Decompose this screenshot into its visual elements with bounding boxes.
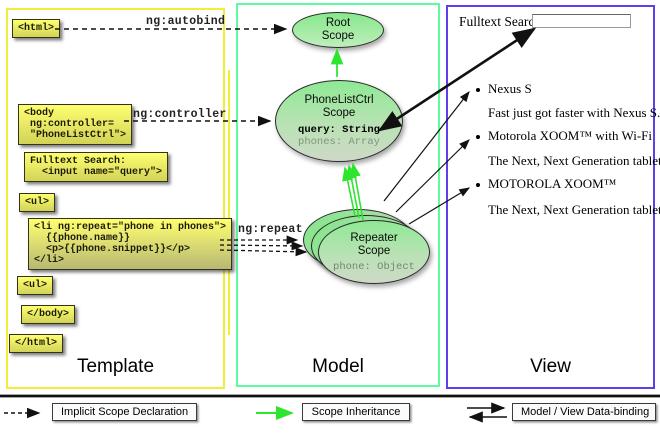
view-item-title: Motorola XOOM™ with Wi-Fi: [488, 128, 653, 143]
phone-property: phone: Object: [333, 260, 415, 273]
ng-autobind-label: ng:autobind: [146, 15, 226, 28]
fulltext-search-input[interactable]: [532, 14, 631, 28]
view-item-title: MOTOROLA XOOM™: [488, 176, 617, 191]
code-line: <input name="query">: [30, 167, 163, 178]
view-item-desc: The Next, Next Generation tablet.: [488, 153, 660, 168]
legend-data-binding-box: Model / View Data-binding: [512, 403, 656, 421]
html-open-tag-box: <html>: [12, 19, 61, 38]
view-item-desc: The Next, Next Generation tablet.: [488, 202, 660, 217]
phones-property: phones: Array: [298, 136, 380, 148]
view-panel: [446, 5, 655, 389]
li-repeat-code-box: <li ng:repeat="phone in phones"> {{phone…: [28, 218, 233, 270]
ng-repeat-label: ng:repeat: [238, 223, 303, 236]
model-panel-label: Model: [312, 356, 364, 377]
bullet-icon: [476, 135, 480, 139]
code-line: <p>{{phone.snippet}}</p>: [34, 244, 191, 255]
view-item-desc: Fast just got faster with Nexus S.: [488, 105, 660, 120]
query-property: query: String: [298, 124, 380, 136]
bullet-icon: [476, 183, 480, 187]
html-close-tag-box: </html>: [9, 334, 64, 353]
body-close-tag-box: </body>: [21, 305, 76, 324]
legend-implicit-scope-box: Implicit Scope Declaration: [52, 403, 197, 421]
code-line: ng:controller=: [24, 119, 115, 130]
ul-open-tag-box: <ul>: [19, 193, 56, 212]
view-item-title: Nexus S: [488, 81, 532, 96]
view-panel-label: View: [530, 356, 571, 377]
fulltext-search-code-box: Fulltext Search: <input name="query">: [24, 152, 169, 182]
ul-close-tag-box: <ul>: [17, 276, 54, 295]
code-line: {{phone.name}}: [34, 233, 131, 244]
code-line: Fulltext Search:: [30, 156, 127, 167]
code-line: </li>: [34, 255, 65, 266]
ng-controller-label: ng:controller: [133, 108, 227, 121]
code-line: <body: [24, 108, 55, 119]
body-open-tag-box: <body ng:controller= "PhoneListCtrl">: [18, 104, 133, 145]
template-panel-label: Template: [76, 356, 155, 377]
code-line: "PhoneListCtrl">: [24, 130, 127, 141]
legend-scope-inheritance-box: Scope Inheritance: [302, 403, 410, 421]
fulltext-search-label: Fulltext Search:: [459, 14, 545, 29]
template-border-line: [228, 70, 230, 335]
bullet-icon: [476, 88, 480, 92]
model-panel: [236, 3, 440, 387]
code-line: <li ng:repeat="phone in phones">: [34, 222, 227, 233]
